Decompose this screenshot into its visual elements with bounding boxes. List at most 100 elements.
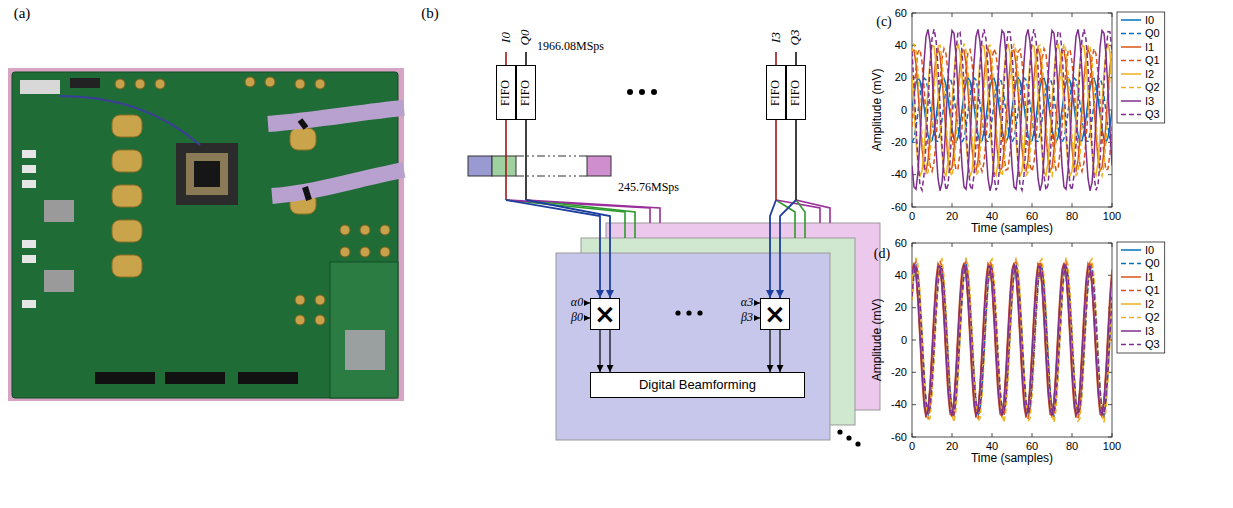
- tick-label: -60: [891, 201, 907, 214]
- legend-text: Q3: [1145, 108, 1160, 121]
- board-photo: [345, 330, 385, 370]
- legend-text: Q2: [1145, 81, 1160, 94]
- tick-label: 100: [1103, 440, 1121, 453]
- legend-line-sample: [1121, 330, 1141, 332]
- plot-axes: [912, 203, 913, 207]
- ellipsis-dots: [675, 310, 680, 315]
- signal-connector: [779, 330, 780, 372]
- ellipsis-dots: [846, 435, 851, 440]
- plot-axes: [992, 13, 993, 17]
- legend-text: I2: [1145, 68, 1154, 81]
- board-photo: [22, 255, 36, 263]
- plot-axes: [1072, 203, 1073, 207]
- legend-text: I1: [1145, 271, 1154, 284]
- board-photo: [186, 153, 228, 195]
- legend-line-sample: [1121, 276, 1141, 278]
- board-photo: [245, 77, 255, 87]
- plot-axes: [1112, 243, 1113, 247]
- weight-symbol: β0: [571, 311, 583, 325]
- tick-label: -60: [891, 431, 907, 444]
- legend-samples: [1121, 20, 1141, 345]
- ellipsis-dots: [837, 429, 842, 434]
- plot-axes: [912, 437, 916, 438]
- board-photo: [8, 68, 404, 401]
- input-wires: [776, 200, 795, 238]
- node-label: FIFO: [499, 79, 513, 105]
- ellipsis-dots: [651, 89, 657, 95]
- board-photo: [165, 372, 225, 384]
- tick-label: 20: [946, 440, 958, 453]
- legend-text: I3: [1145, 325, 1154, 338]
- board-photo: [295, 315, 305, 325]
- process-box: Digital Beamforming: [590, 372, 805, 398]
- panel-letter: (d): [874, 246, 890, 262]
- fifo-buffer: FIFO: [496, 65, 516, 120]
- legend-box: [1117, 12, 1165, 123]
- tick-label: 40: [986, 440, 998, 453]
- board-photo: [315, 79, 325, 89]
- board-photo: [380, 247, 390, 257]
- board-photo: [22, 300, 36, 308]
- signal-name: Q0: [519, 29, 534, 45]
- plot-axes: [912, 243, 916, 244]
- tick-label: 40: [895, 39, 907, 52]
- panel-letter: (c): [876, 14, 892, 30]
- legend-line-sample: [1121, 100, 1141, 102]
- legend-line-sample: [1121, 46, 1141, 48]
- frame-strip: [587, 156, 611, 176]
- board-photo: [176, 143, 238, 205]
- input-wires: [775, 52, 777, 65]
- legend-text: Q1: [1145, 284, 1160, 297]
- board-photo: [268, 108, 404, 124]
- tick-label: -40: [891, 168, 907, 181]
- input-wires: [506, 52, 830, 238]
- board-photo: [44, 200, 74, 222]
- panel-letter: (a): [14, 5, 31, 22]
- beamformer-panels: [556, 223, 880, 440]
- board-photo: [112, 185, 142, 207]
- signal-connector: [610, 330, 611, 372]
- signal-connector: [506, 200, 600, 298]
- board-photo: [112, 115, 142, 137]
- waveform-curve: [912, 266, 1112, 414]
- plot-axes: [1112, 13, 1113, 17]
- tick-label: 80: [1066, 210, 1078, 223]
- plot-axes: [992, 243, 993, 247]
- plot-frame: [912, 13, 1112, 207]
- board-photo: [112, 220, 142, 242]
- weight-symbol: α0: [571, 296, 583, 310]
- plot-axes: [992, 433, 993, 437]
- legend-box: [1117, 242, 1165, 353]
- input-wires: [796, 200, 805, 238]
- signal-connector: [770, 330, 771, 372]
- legend-text: Q0: [1145, 257, 1160, 270]
- plot-axes: [912, 372, 916, 373]
- board-photo: [194, 161, 220, 187]
- board-photo: [155, 79, 165, 89]
- plot-axes: [912, 207, 916, 208]
- signal-connector: [526, 120, 610, 298]
- tick-label: 0: [901, 334, 907, 347]
- signal-connector: [775, 120, 777, 200]
- multiplier-box: ×: [590, 298, 620, 330]
- tick-label: -20: [891, 136, 907, 149]
- tick-label: 40: [986, 210, 998, 223]
- sample-rate: 245.76MSps: [618, 181, 679, 195]
- legend-text: I3: [1145, 95, 1154, 108]
- waveform-curve: [912, 258, 1112, 423]
- legend-text: I0: [1145, 14, 1154, 27]
- axis-title: Time (samples): [971, 452, 1053, 466]
- legend-text: Q1: [1145, 54, 1160, 67]
- plot-axes: [912, 13, 913, 17]
- legend-text: I1: [1145, 41, 1154, 54]
- tick-label: 0: [909, 210, 915, 223]
- plot-frame: [912, 243, 1112, 437]
- tick-label: 40: [895, 269, 907, 282]
- tick-label: 20: [946, 210, 958, 223]
- ellipsis-dots: [697, 310, 702, 315]
- axis-title: Amplitude (mV): [871, 69, 885, 152]
- ellipsis-dots: [686, 310, 691, 315]
- board-photo: [95, 372, 155, 384]
- multiply-symbol: ×: [764, 301, 786, 327]
